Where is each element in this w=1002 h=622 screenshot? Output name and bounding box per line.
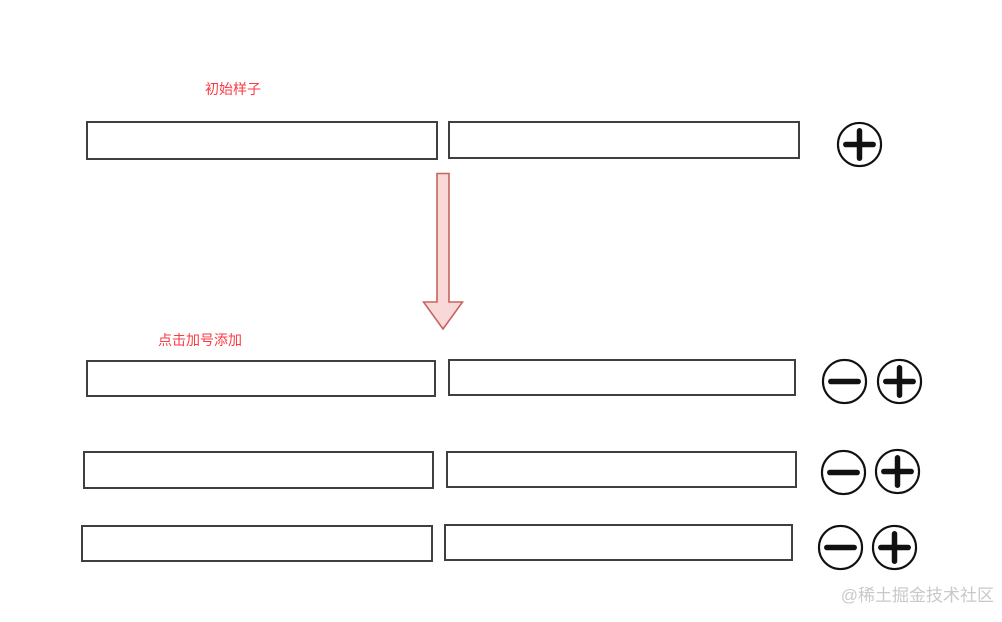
add-button[interactable] bbox=[876, 358, 923, 405]
input-field[interactable] bbox=[83, 451, 434, 489]
add-button[interactable] bbox=[871, 524, 918, 571]
add-button[interactable] bbox=[874, 448, 921, 495]
plus-circle-icon bbox=[836, 121, 883, 168]
minus-circle-icon bbox=[817, 524, 864, 571]
expanded-state-label: 点击加号添加 bbox=[158, 332, 242, 348]
input-field[interactable] bbox=[81, 525, 433, 562]
input-field[interactable] bbox=[86, 360, 436, 397]
add-button[interactable] bbox=[836, 121, 883, 168]
minus-circle-icon bbox=[821, 358, 868, 405]
remove-button[interactable] bbox=[817, 524, 864, 571]
input-field[interactable] bbox=[446, 451, 797, 488]
input-field[interactable] bbox=[444, 524, 793, 561]
down-arrow-icon bbox=[421, 172, 465, 331]
input-field[interactable] bbox=[448, 121, 800, 159]
input-field[interactable] bbox=[448, 359, 796, 396]
initial-state-label: 初始样子 bbox=[205, 81, 261, 97]
remove-button[interactable] bbox=[820, 449, 867, 496]
minus-circle-icon bbox=[820, 449, 867, 496]
remove-button[interactable] bbox=[821, 358, 868, 405]
plus-circle-icon bbox=[874, 448, 921, 495]
input-field[interactable] bbox=[86, 121, 438, 160]
plus-circle-icon bbox=[876, 358, 923, 405]
watermark: @稀土掘金技术社区 bbox=[840, 586, 994, 605]
plus-circle-icon bbox=[871, 524, 918, 571]
